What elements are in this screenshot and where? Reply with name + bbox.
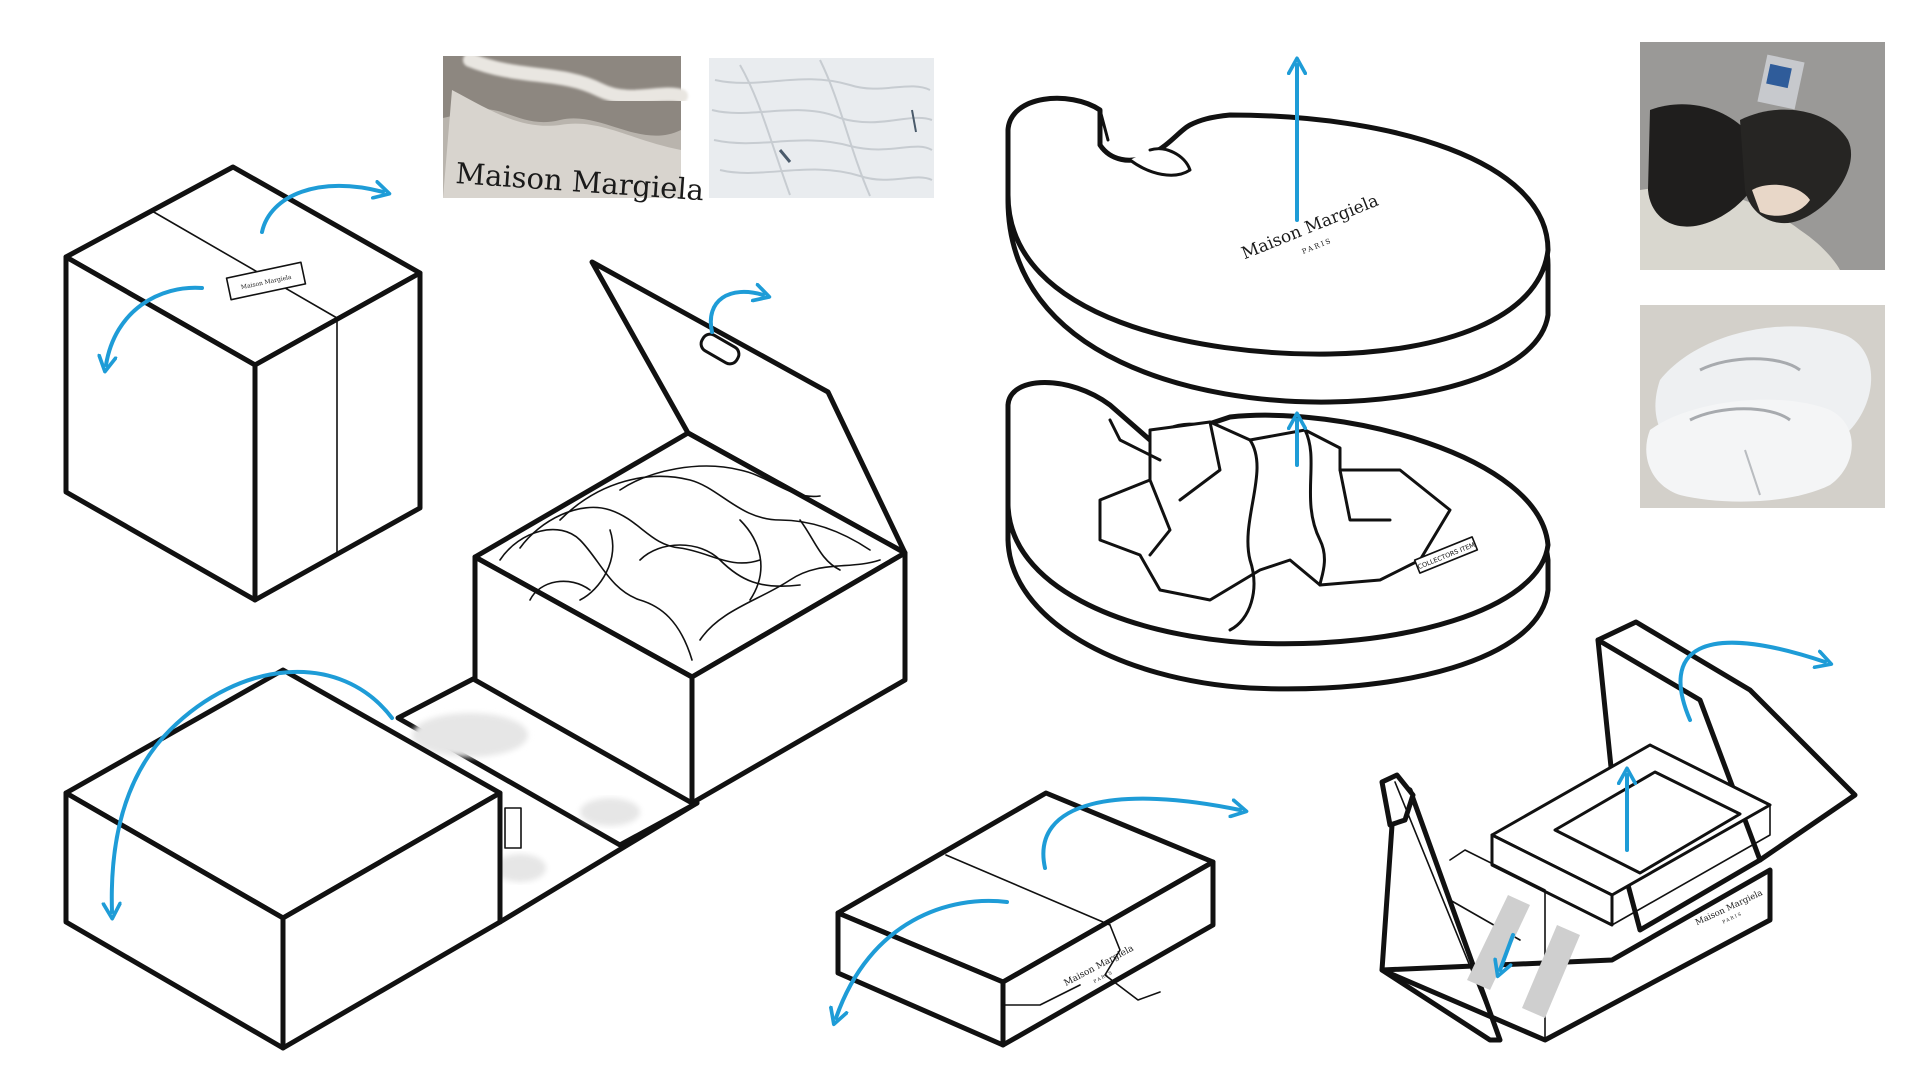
folding-open-box-drawing: Maison Margiela PARIS — [1379, 619, 1858, 1043]
motion-arrows — [106, 65, 1825, 1018]
strip-down-arrow — [1500, 933, 1515, 970]
torn-paper-logo-photo: Maison Margiela — [443, 53, 705, 207]
folding-box-right-arrow — [1678, 640, 1825, 722]
white-tabi-ballet-flats-photo — [1640, 305, 1885, 508]
tabi-shaped-box-drawing: COLLECTORS ITEM Maison Margiela PARIS — [1005, 95, 1551, 692]
lid-flip-arrow — [708, 292, 763, 334]
slide-box-left-arrow — [836, 898, 1009, 1018]
slide-box-drawing: Maison Margiela PARIS — [835, 790, 1216, 1048]
flip-box-with-sleeve-drawing — [63, 259, 908, 1051]
cube-arrow-top-right — [260, 186, 383, 234]
sleeve-slide-arrow — [112, 669, 394, 912]
cube-arrow-left-down — [106, 285, 204, 365]
white-plaster-texture-photo — [709, 58, 934, 198]
slide-box-right-arrow — [1041, 796, 1240, 870]
cube-box-drawing: Maison Margiela — [63, 164, 423, 603]
black-tabi-ballet-flats-photo — [1640, 42, 1885, 270]
